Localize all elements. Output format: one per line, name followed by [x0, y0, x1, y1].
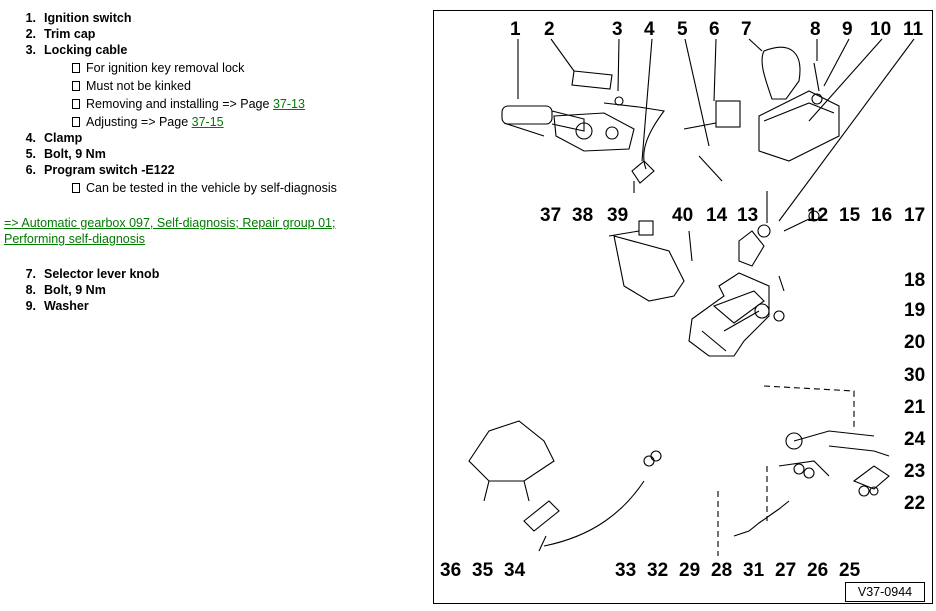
- callout-11: 11: [903, 19, 924, 40]
- exploded-diagram-drawing: 1 2 3 4 5 6 7 8 9 10 11 37 38 39 40 14 1…: [440, 19, 926, 581]
- xref-link-line-1[interactable]: => Automatic gearbox 097, Self-diagnosis…: [4, 216, 335, 230]
- xref-link-line-2[interactable]: Performing self-diagnosis: [4, 232, 145, 246]
- callout-39: 39: [607, 205, 628, 226]
- callout-1: 1: [510, 19, 521, 40]
- callout-3: 3: [612, 19, 623, 40]
- callout-9: 9: [842, 19, 853, 40]
- callout-26: 26: [807, 560, 828, 581]
- callout-23: 23: [904, 461, 925, 482]
- callout-24: 24: [904, 429, 926, 450]
- parts-legend: 1.Ignition switch 2.Trim cap 3.Locking c…: [4, 11, 337, 313]
- note-removing: Removing and installing => Page 37-13: [72, 97, 305, 111]
- callout-34: 34: [504, 560, 526, 581]
- callout-18: 18: [904, 270, 925, 291]
- callout-37: 37: [540, 205, 561, 226]
- callout-7: 7: [741, 19, 752, 40]
- callout-29: 29: [679, 560, 700, 581]
- xref-link-self-diagnosis[interactable]: Performing self-diagnosis: [4, 232, 146, 246]
- callout-12: 12: [807, 205, 828, 226]
- bullet-box-icon: [72, 183, 80, 193]
- callout-6: 6: [709, 19, 720, 40]
- callout-13: 13: [737, 205, 758, 226]
- bullet-box-icon: [72, 63, 80, 73]
- callout-35: 35: [472, 560, 494, 581]
- link-page-37-15[interactable]: 37-15: [191, 115, 224, 129]
- callout-17: 17: [904, 205, 925, 226]
- link-page-37-13[interactable]: 37-13: [272, 97, 305, 111]
- note-adjusting: Adjusting => Page 37-15: [72, 115, 224, 129]
- callout-10: 10: [870, 19, 891, 40]
- callout-32: 32: [647, 560, 668, 581]
- callout-31: 31: [743, 560, 765, 581]
- callout-38: 38: [572, 205, 593, 226]
- callout-16: 16: [871, 205, 892, 226]
- callout-27: 27: [775, 560, 796, 581]
- callout-20: 20: [904, 332, 925, 353]
- callout-14: 14: [706, 205, 728, 226]
- callout-22: 22: [904, 493, 925, 514]
- callout-33: 33: [615, 560, 636, 581]
- callout-15: 15: [839, 205, 861, 226]
- exploded-diagram: 1 2 3 4 5 6 7 8 9 10 11 37 38 39 40 14 1…: [433, 10, 933, 604]
- note-self-diagnosis: Can be tested in the vehicle by self-dia…: [72, 181, 337, 195]
- note-no-kink: Must not be kinked: [72, 79, 191, 93]
- note-key-lock: For ignition key removal lock: [72, 61, 244, 75]
- callout-5: 5: [677, 19, 688, 40]
- callout-28: 28: [711, 560, 732, 581]
- callout-19: 19: [904, 300, 925, 321]
- figure-part-number: V37-0944: [845, 582, 925, 602]
- callout-2: 2: [544, 19, 555, 40]
- callout-40: 40: [672, 205, 693, 226]
- callout-8: 8: [810, 19, 821, 40]
- bullet-box-icon: [72, 81, 80, 91]
- callout-36: 36: [440, 560, 461, 581]
- callout-25: 25: [839, 560, 861, 581]
- callout-4: 4: [644, 19, 655, 40]
- bullet-box-icon: [72, 117, 80, 127]
- xref-link-gearbox[interactable]: => Automatic gearbox 097, Self-diagnosis…: [4, 216, 336, 230]
- callout-30: 30: [904, 365, 925, 386]
- callout-21: 21: [904, 397, 926, 418]
- bullet-box-icon: [72, 99, 80, 109]
